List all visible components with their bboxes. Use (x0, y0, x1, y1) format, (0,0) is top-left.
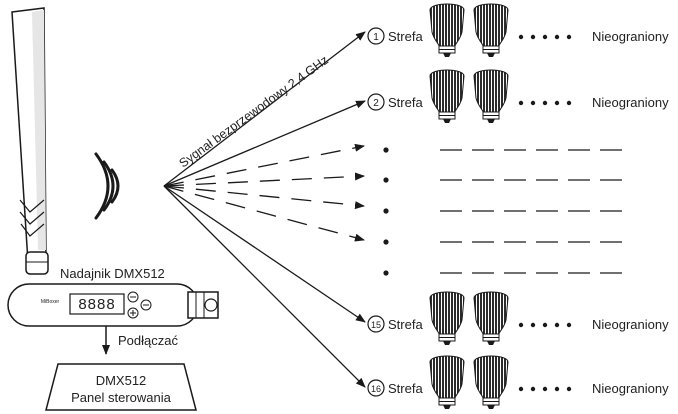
ellipsis-dots (518, 34, 572, 40)
zone-row: 2 Strefa Nieograniony (367, 69, 669, 124)
zone-number: 1 (373, 32, 379, 43)
bulb-icon (473, 291, 509, 346)
led-display (69, 293, 125, 315)
bulb-icon (429, 355, 465, 410)
zone-row: 16 Strefa Nieograniony (367, 355, 669, 410)
ellipsis-dots (518, 322, 572, 328)
ellipsis-dots (518, 100, 572, 106)
zone-tail-label: Nieograniony (592, 381, 669, 396)
bulb-icon (429, 3, 465, 58)
ray-dashed (163, 143, 365, 187)
panel-line1: DMX512 (96, 373, 147, 388)
ray-zone-2 (163, 100, 366, 187)
display-readout: 8888 (78, 296, 115, 313)
placeholder-row (383, 239, 632, 245)
zone-tail-label: Nieograniony (592, 29, 669, 44)
bulb-icon (473, 355, 509, 410)
zone-number-badge (367, 379, 385, 397)
antenna-icon (11, 7, 49, 275)
placeholder-row (383, 177, 632, 183)
zone-label: Strefa (388, 317, 423, 332)
zone-number: 2 (373, 98, 379, 109)
zone-label: Strefa (388, 381, 423, 396)
ray-dashed (163, 172, 365, 187)
zone-label: Strefa (388, 95, 423, 110)
zone-number: 16 (371, 384, 381, 394)
signal-rays (163, 31, 366, 388)
bulb-icon (473, 3, 509, 58)
ray-zone-1 (163, 31, 366, 187)
ellipsis-dots (518, 386, 572, 392)
ray-zone-15 (163, 185, 366, 323)
panel-line2: Panel sterowania (71, 390, 171, 405)
transmitter-label: Nadajnik DMX512 (60, 266, 165, 281)
zone-number-badge (367, 315, 385, 333)
dmx512-panel (45, 363, 197, 411)
connect-label: Podłączać (118, 333, 178, 348)
zone-number: 15 (371, 320, 381, 330)
placeholder-row (383, 270, 632, 276)
placeholder-row (383, 147, 632, 153)
zone-row: 15 Strefa Nieograniony (367, 291, 669, 346)
wireless-signal-icon (94, 152, 120, 220)
zone-tail-label: Nieograniony (592, 317, 669, 332)
zone-label: Strefa (388, 29, 423, 44)
bulb-icon (429, 69, 465, 124)
brand-mark: MiBoxer (41, 299, 60, 305)
zone-number-badge (367, 93, 385, 111)
zone-number-badge (367, 27, 385, 45)
placeholder-row (383, 208, 632, 214)
bulb-icon (473, 69, 509, 124)
zone-row: 1 Strefa Nieograniony (367, 3, 669, 58)
ray-dashed (163, 185, 365, 242)
zone-tail-label: Nieograniony (592, 95, 669, 110)
signal-label: Sygnał bezprzewodowy 2,4 GHz (177, 53, 331, 171)
placeholder-rows (383, 147, 632, 276)
ray-zone-16 (163, 185, 366, 388)
transmitter-device: MiBoxer 8888 (7, 283, 219, 327)
bulb-icon (429, 291, 465, 346)
ray-dashed (163, 185, 365, 210)
